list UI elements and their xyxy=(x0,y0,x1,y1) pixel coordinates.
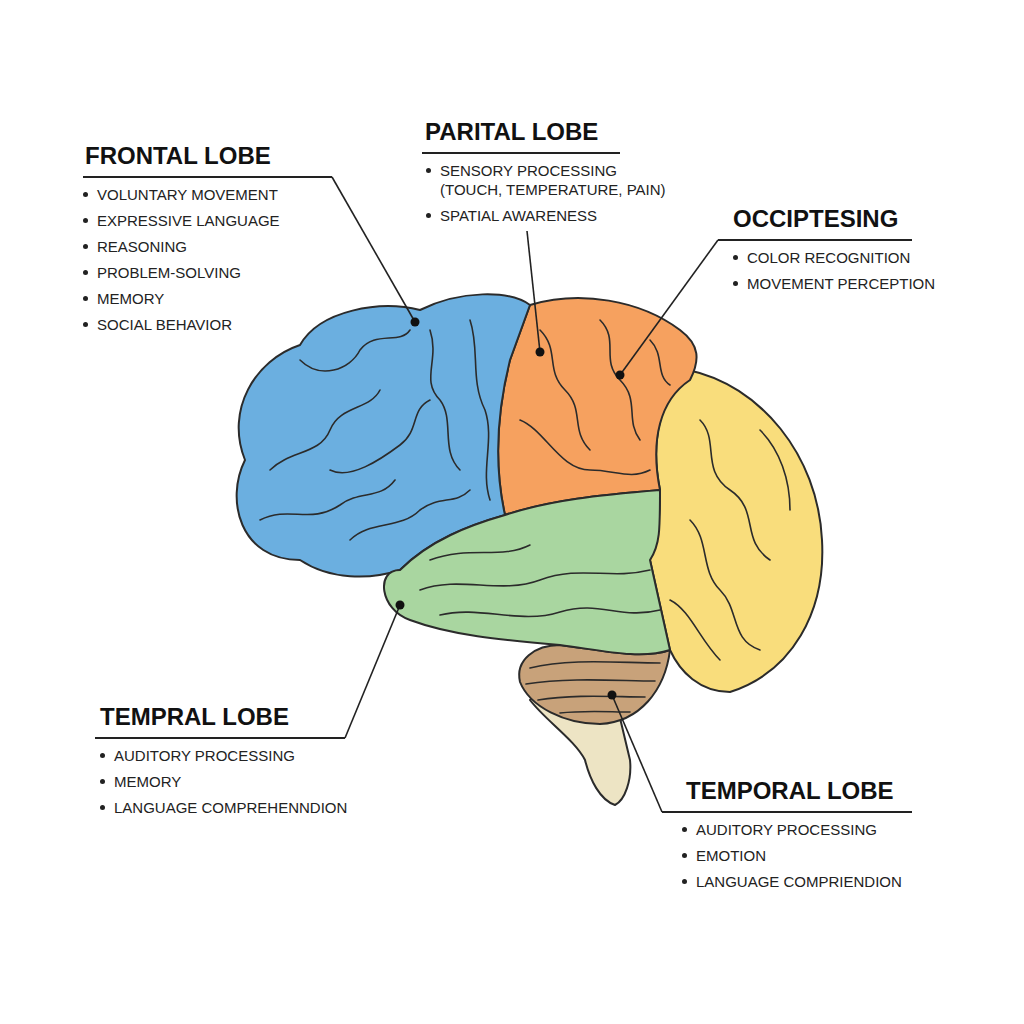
leader-line xyxy=(620,240,718,375)
bullet-dot xyxy=(100,805,105,810)
function-text: EXPRESSIVE LANGUAGE xyxy=(97,211,383,230)
function-text: AUDITORY PROCESSING xyxy=(696,820,962,839)
bullet-dot xyxy=(83,270,88,275)
callout-group: TEMPORAL LOBE AUDITORY PROCESSING EMOTION L… xyxy=(662,777,962,891)
function-text: COLOR RECOGNITION xyxy=(747,248,958,267)
bullet-dot xyxy=(100,779,105,784)
callout-group: TEMPRAL LOBE AUDITORY PROCESSING MEMORY LAN… xyxy=(95,703,395,817)
function-item: LANGUAGE COMPREHENNDION xyxy=(100,798,395,817)
leader-line xyxy=(332,177,415,322)
function-list: COLOR RECOGNITION MOVEMENT PERCEPTION xyxy=(718,248,958,293)
function-item: AUDITORY PROCESSING xyxy=(100,746,395,765)
function-item: SENSORY PROCESSING (TOUCH, TEMPERATURE, … xyxy=(426,161,672,199)
bullet-dot xyxy=(83,322,88,327)
function-text: EMOTION xyxy=(696,846,962,865)
function-list: AUDITORY PROCESSING EMOTION LANGUAGE COMPR… xyxy=(662,820,962,891)
leader-line xyxy=(612,695,662,812)
callout-group: FRONTAL LOBE VOLUNTARY MOVEMENT EXPRESSIVE… xyxy=(83,142,383,334)
function-item: MOVEMENT PERCEPTION xyxy=(733,274,958,293)
temporal-lobe-region xyxy=(384,490,670,654)
leader-dots xyxy=(396,318,625,700)
function-item: LANGUAGE COMPRIENDION xyxy=(682,872,962,891)
bullet-dot xyxy=(426,213,431,218)
function-text: MEMORY xyxy=(97,289,383,308)
occipital-lobe-region xyxy=(650,370,822,692)
bullet-dot xyxy=(733,281,738,286)
function-text: MOVEMENT PERCEPTION xyxy=(747,274,958,293)
function-text: MEMORY xyxy=(114,772,395,791)
leader-dot xyxy=(536,348,545,357)
leader-lines xyxy=(332,177,718,812)
function-list: SENSORY PROCESSING (TOUCH, TEMPERATURE, … xyxy=(422,161,672,225)
function-item: PROBLEM-SOLVING xyxy=(83,263,383,282)
bullet-dot xyxy=(83,192,88,197)
function-item: SOCIAL BEHAVIOR xyxy=(83,315,383,334)
leader-dot xyxy=(411,318,420,327)
function-list: AUDITORY PROCESSING MEMORY LANGUAGE COMPRE… xyxy=(95,746,395,817)
function-item: REASONING xyxy=(83,237,383,256)
bullet-dot xyxy=(733,255,738,260)
function-item: EMOTION xyxy=(682,846,962,865)
lobe-heading: PARITAL LOBE xyxy=(422,118,620,154)
lobe-heading: FRONTAL LOBE xyxy=(83,142,332,178)
function-text: LANGUAGE COMPRIENDION xyxy=(696,872,962,891)
leader-line xyxy=(527,231,540,352)
function-text: VOLUNTARY MOVEMENT xyxy=(97,185,383,204)
bullet-dot xyxy=(426,168,431,173)
bullet-dot xyxy=(682,827,687,832)
function-item: SPATIAL AWARENESS xyxy=(426,206,672,225)
function-text: LANGUAGE COMPREHENNDION xyxy=(114,798,395,817)
bullet-dot xyxy=(83,244,88,249)
leader-dot xyxy=(396,601,405,610)
lobe-heading: TEMPORAL LOBE xyxy=(662,777,912,813)
function-item: MEMORY xyxy=(83,289,383,308)
bullet-dot xyxy=(83,296,88,301)
parietal-lobe-region xyxy=(498,298,697,515)
cerebellum xyxy=(519,645,670,724)
function-item: COLOR RECOGNITION xyxy=(733,248,958,267)
function-item: VOLUNTARY MOVEMENT xyxy=(83,185,383,204)
function-text: AUDITORY PROCESSING xyxy=(114,746,395,765)
function-text: SENSORY PROCESSING (TOUCH, TEMPERATURE, … xyxy=(440,161,672,199)
lobe-heading: OCCIPTESING xyxy=(718,205,912,241)
function-text: REASONING xyxy=(97,237,383,256)
function-list: VOLUNTARY MOVEMENT EXPRESSIVE LANGUAGE REA… xyxy=(83,185,383,334)
function-item: AUDITORY PROCESSING xyxy=(682,820,962,839)
leader-line xyxy=(345,605,400,738)
bullet-dot xyxy=(100,753,105,758)
leader-dot xyxy=(608,691,617,700)
function-text: SPATIAL AWARENESS xyxy=(440,206,672,225)
leader-dot xyxy=(616,371,625,380)
lobe-heading: TEMPRAL LOBE xyxy=(95,703,345,739)
function-item: MEMORY xyxy=(100,772,395,791)
callout-group: PARITAL LOBE SENSORY PROCESSING (TOUCH, T… xyxy=(422,118,672,225)
function-text: PROBLEM-SOLVING xyxy=(97,263,383,282)
bullet-dot xyxy=(83,218,88,223)
bullet-dot xyxy=(682,853,687,858)
gyri xyxy=(260,320,790,713)
bullet-dot xyxy=(682,879,687,884)
function-item: EXPRESSIVE LANGUAGE xyxy=(83,211,383,230)
function-text: SOCIAL BEHAVIOR xyxy=(97,315,383,334)
callout-group: OCCIPTESING COLOR RECOGNITION MOVEMENT PER… xyxy=(718,205,958,293)
